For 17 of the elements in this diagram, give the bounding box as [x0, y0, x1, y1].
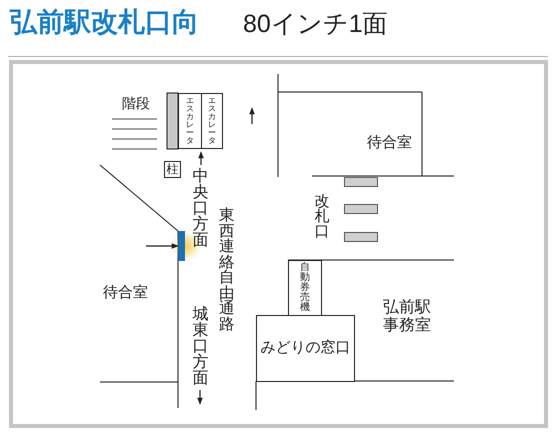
passage-label: 東西連絡自由通路 [219, 208, 236, 332]
ticket-office: みどりの窓口 [256, 315, 355, 382]
subtitle: 80インチ1面 [243, 11, 388, 38]
direction-label: 中央口方面 [192, 169, 209, 249]
room-label: 待合室 [367, 135, 412, 152]
title: 弘前駅改札口向 [10, 9, 199, 36]
room-label: 待合室 [103, 285, 148, 302]
escalator: エスカレータ [201, 93, 223, 149]
pillar: 柱 [164, 161, 181, 178]
room-label: 弘前駅事務室 [383, 299, 432, 336]
leader-arrow [146, 243, 179, 249]
ticket-machine: 自動券売機 [288, 260, 322, 316]
escalator: エスカレータ [178, 93, 202, 149]
signage-screen [178, 231, 185, 261]
gate-label: 改札口 [314, 194, 330, 239]
stairs-label: 階段 [122, 96, 150, 112]
direction-label: 城東口方面 [192, 307, 209, 387]
